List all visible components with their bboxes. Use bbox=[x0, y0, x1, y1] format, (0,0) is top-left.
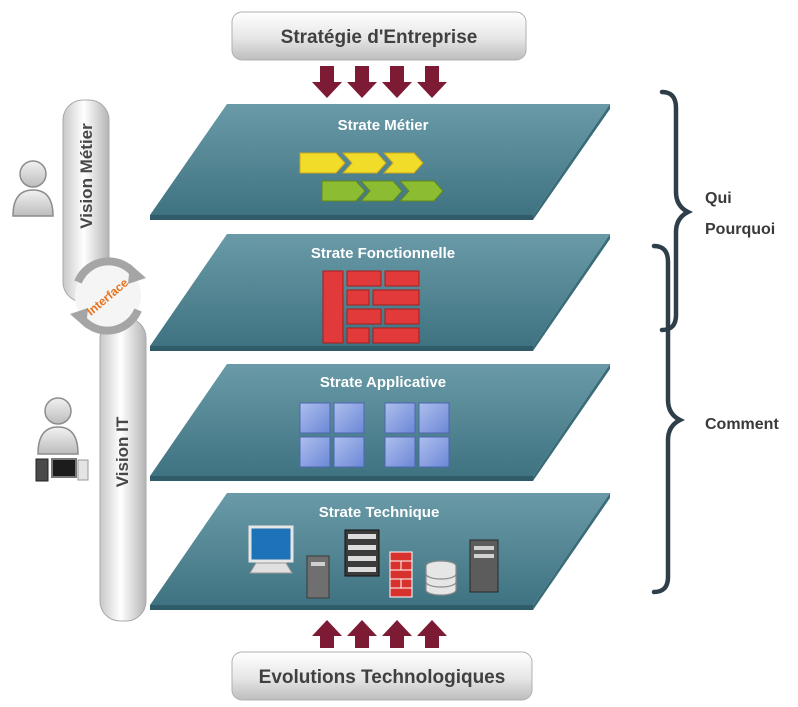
brace-comment bbox=[651, 243, 686, 595]
server-unit-icon bbox=[469, 539, 499, 593]
computer-monitor-icon bbox=[248, 525, 294, 574]
down-arrow-icon bbox=[382, 66, 412, 98]
annotation-qui: Qui bbox=[705, 190, 732, 207]
annotation-pourquoi: Pourquoi bbox=[705, 221, 775, 238]
evolutions-box: Evolutions Technologiques bbox=[231, 651, 533, 701]
layer-fonctionnelle: Strate Fonctionnelle bbox=[150, 234, 610, 351]
monitor-icon bbox=[51, 458, 77, 478]
up-arrow-icon bbox=[417, 620, 447, 648]
strategie-label: Stratégie d'Entreprise bbox=[281, 27, 478, 48]
layer-applicative: Strate Applicative bbox=[150, 364, 610, 481]
vision-it-pipe: Vision IT bbox=[99, 317, 147, 622]
brace-qui-pourquoi bbox=[659, 89, 694, 333]
server-rack-icon bbox=[344, 529, 380, 577]
down-arrow-icon bbox=[347, 66, 377, 98]
annotation-comment: Comment bbox=[705, 416, 779, 433]
vision-it-label: Vision IT bbox=[113, 416, 132, 487]
process-chevrons-green bbox=[321, 180, 444, 202]
process-chevrons-yellow bbox=[299, 152, 424, 174]
up-arrows bbox=[312, 620, 447, 648]
down-arrow-icon bbox=[312, 66, 342, 98]
up-arrow-icon bbox=[312, 620, 342, 648]
application-cubes-icon bbox=[299, 402, 450, 468]
vision-metier-pipe: Vision Métier bbox=[62, 99, 110, 303]
up-arrow-icon bbox=[347, 620, 377, 648]
layer-applicative-title: Strate Applicative bbox=[320, 374, 446, 391]
down-arrow-icon bbox=[417, 66, 447, 98]
firewall-icon bbox=[389, 551, 413, 598]
it-user-icon bbox=[35, 397, 89, 482]
layer-technique-title: Strate Technique bbox=[319, 504, 440, 521]
layer-technique: Strate Technique bbox=[150, 493, 610, 610]
layer-metier: Strate Métier bbox=[150, 104, 610, 220]
business-user-icon bbox=[12, 160, 54, 217]
vision-metier-label: Vision Métier bbox=[77, 123, 96, 229]
evolutions-label: Evolutions Technologiques bbox=[259, 667, 506, 688]
database-icon bbox=[425, 560, 457, 596]
up-arrow-icon bbox=[382, 620, 412, 648]
server-icon bbox=[35, 458, 49, 482]
layer-metier-title: Strate Métier bbox=[338, 117, 429, 134]
strategie-box: Stratégie d'Entreprise bbox=[231, 11, 527, 61]
down-arrows bbox=[312, 66, 447, 98]
layer-fonctionnelle-title: Strate Fonctionnelle bbox=[311, 245, 455, 262]
interface-cycle: Interface bbox=[70, 257, 146, 335]
server-tower-icon bbox=[306, 555, 330, 599]
function-blocks-icon bbox=[322, 270, 420, 344]
